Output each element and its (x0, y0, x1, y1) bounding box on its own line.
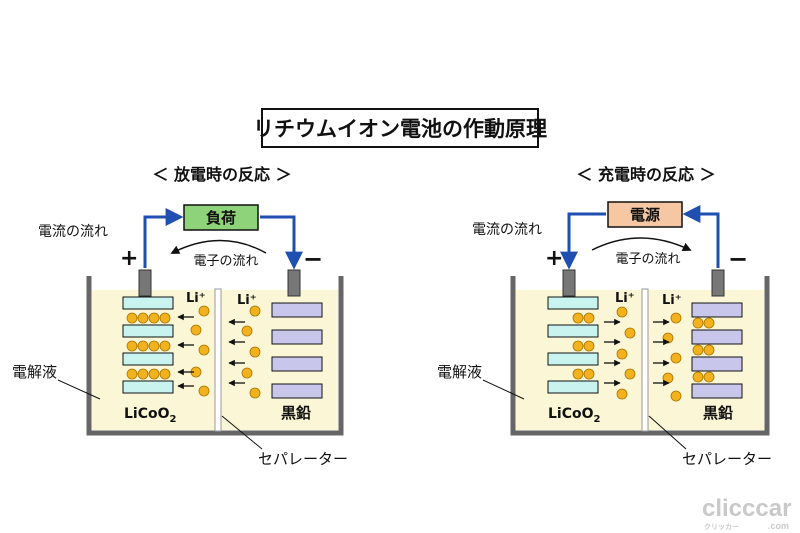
discharge-separator-leader (221, 415, 263, 450)
discharge-positive-terminal (138, 269, 152, 297)
discharge-panel: ＜ 放電時の反応 ＞ 負荷 電子の流れ 電流の流れ + − (12, 165, 348, 468)
discharge-electrolyte-label: 電解液 (12, 363, 57, 381)
charge-current-label: 電流の流れ (472, 222, 542, 238)
discharge-current-label: 電流の流れ (38, 224, 108, 240)
charge-ion-arrows (604, 318, 670, 387)
charge-separator-label: セパレーター (682, 450, 772, 468)
discharge-plus-sign: + (120, 246, 138, 271)
title-box: リチウムイオン電池の作動原理 (253, 108, 547, 148)
discharge-li-label-left: Li⁺ (186, 291, 206, 306)
watermark-sub: クリッカー (704, 522, 739, 531)
charge-cathode-plates (547, 296, 599, 394)
discharge-cathode-plates (122, 296, 174, 394)
charge-positive-terminal (562, 269, 576, 297)
discharge-wire-left (143, 208, 184, 268)
discharge-ion-arrows (177, 313, 245, 390)
charge-plus-sign: + (545, 246, 563, 271)
discharge-li-label-right: Li⁺ (237, 293, 257, 308)
charge-wire-right (682, 205, 720, 268)
discharge-heading: ＜ 放電時の反応 ＞ (152, 165, 291, 184)
discharge-anode-plates (271, 302, 323, 399)
charge-anode-label: 黒鉛 (703, 404, 733, 422)
discharge-electron-label: 電子の流れ (193, 254, 258, 269)
charge-anode-li-dots (692, 317, 715, 383)
charge-separator (641, 288, 649, 432)
load-label: 負荷 (206, 209, 236, 227)
source-label: 電源 (630, 206, 660, 224)
charge-cathode-li-dots (572, 312, 595, 380)
charge-panel: ＜ 充電時の反応 ＞ 電源 電子の流れ 電流の流れ + − (437, 165, 772, 468)
discharge-electrolyte-leader (57, 379, 101, 400)
source-box (607, 201, 683, 228)
discharge-wire-right (260, 215, 303, 270)
charge-li-ions (616, 306, 682, 402)
load-box (183, 204, 259, 231)
charge-electron-arrow (591, 237, 692, 251)
watermark: clicccar クリッカー .com (702, 495, 791, 531)
watermark-suffix: .com (768, 521, 789, 531)
discharge-negative-terminal (287, 269, 301, 297)
charge-wire-left (560, 212, 606, 270)
charge-cathode-label: LiCoO2 (548, 406, 601, 425)
discharge-separator (214, 288, 222, 432)
discharge-tank (86, 276, 344, 436)
charge-li-label-left: Li⁺ (615, 291, 635, 306)
charge-electrolyte-label: 電解液 (437, 363, 482, 381)
discharge-cathode-label: LiCoO2 (124, 406, 177, 425)
charge-electron-label: 電子の流れ (615, 252, 680, 267)
discharge-minus-sign: − (303, 245, 323, 273)
charge-minus-sign: − (728, 245, 748, 273)
discharge-electron-arrow (170, 239, 267, 254)
charge-anode-plates (691, 302, 743, 399)
charge-electrolyte-leader (482, 379, 525, 400)
charge-tank (510, 276, 770, 436)
title-text: リチウムイオン電池の作動原理 (253, 117, 547, 141)
charge-separator-leader (648, 415, 687, 450)
watermark-main: clicccar (702, 495, 791, 522)
discharge-anode-label: 黒鉛 (281, 404, 311, 422)
charge-heading: ＜ 充電時の反応 ＞ (576, 165, 715, 184)
discharge-separator-label: セパレーター (258, 450, 348, 468)
charge-negative-terminal (711, 269, 725, 297)
discharge-cathode-li-dots (126, 312, 171, 380)
charge-li-label-right: Li⁺ (662, 293, 682, 308)
